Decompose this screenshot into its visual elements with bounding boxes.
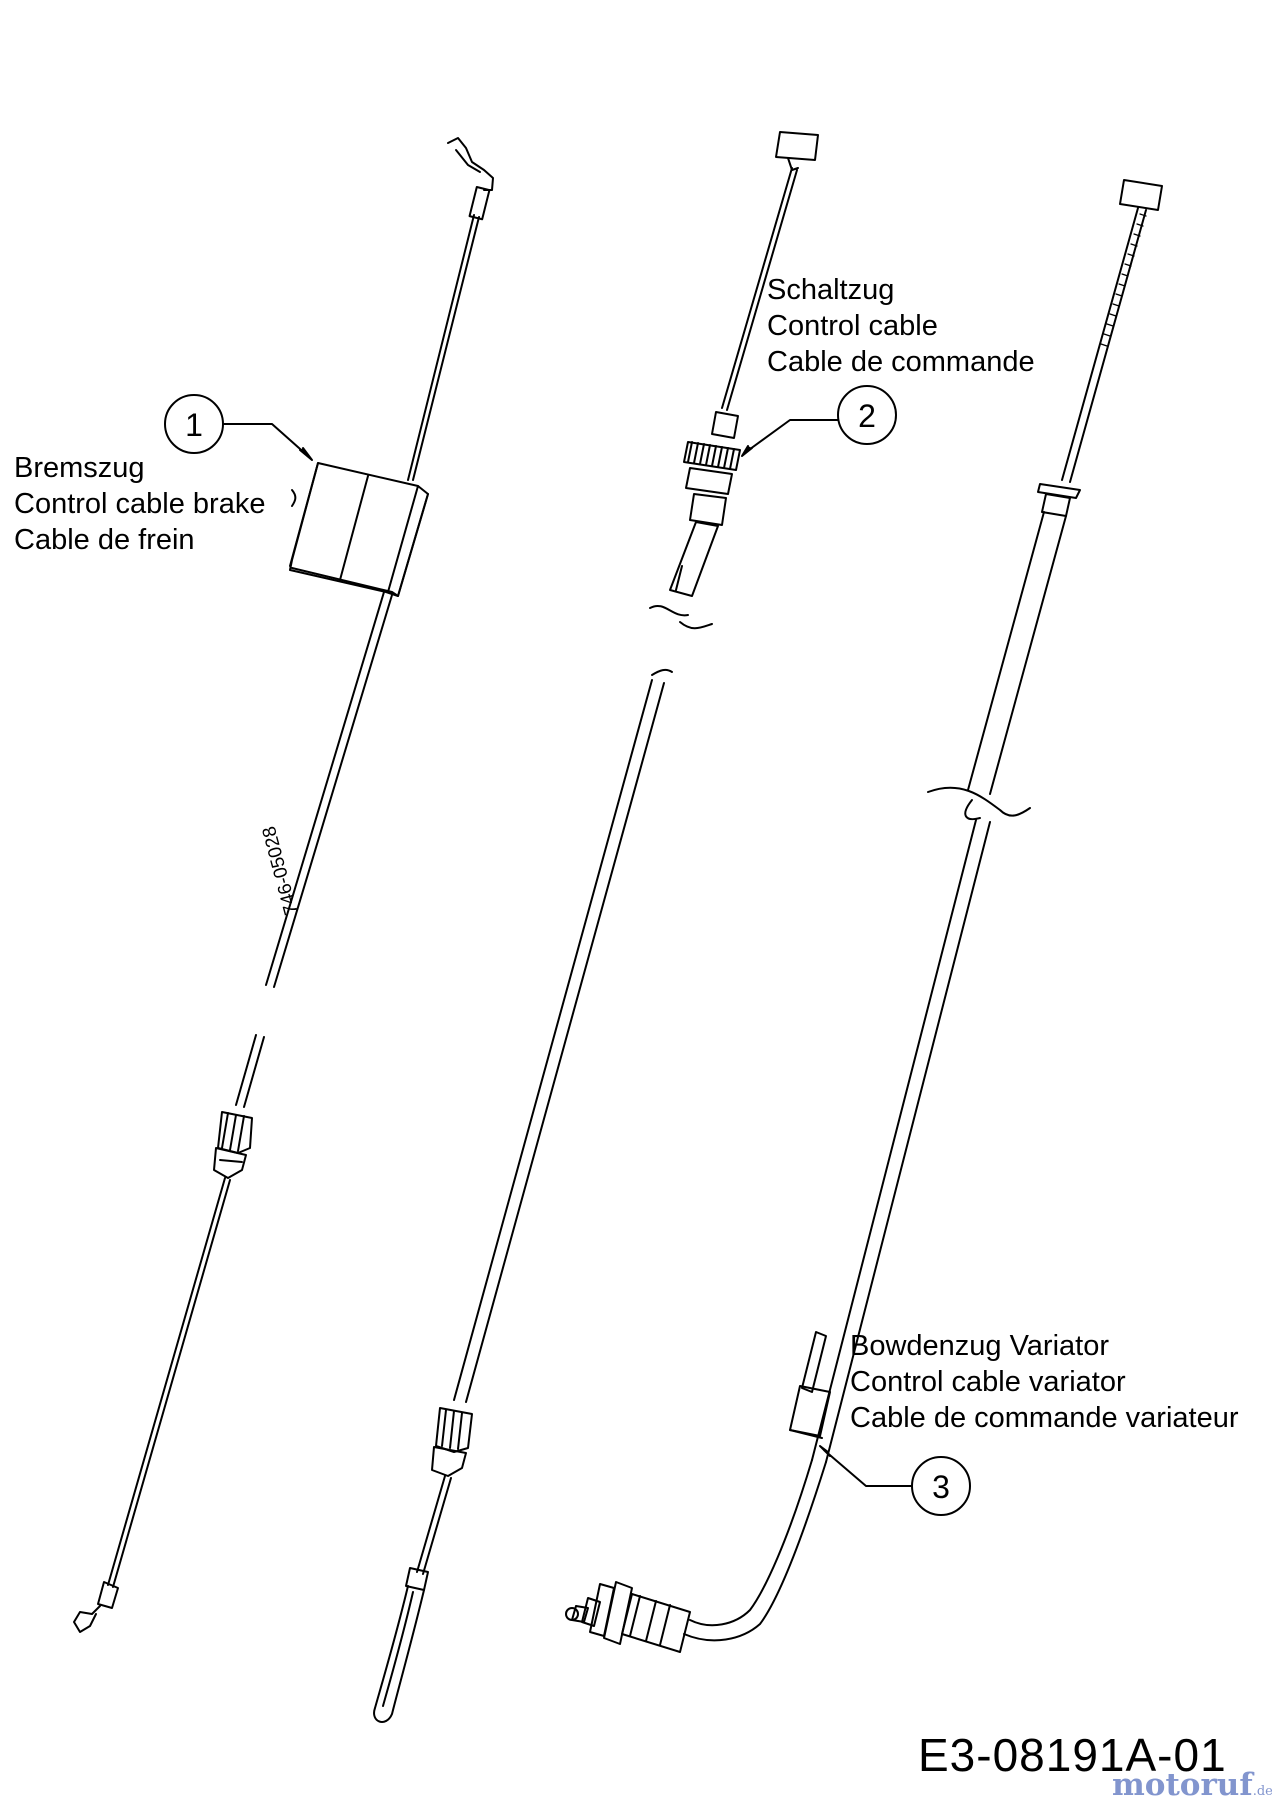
callout-2: [741, 385, 897, 457]
variator-cable-drawing: [565, 179, 1163, 1653]
watermark-brand: motoruf: [1112, 1767, 1253, 1800]
variator-cable-label: Bowdenzug Variator Control cable variato…: [850, 1328, 1238, 1436]
callout-2-number: 2: [858, 398, 876, 434]
variator-label-fr: Cable de commande variateur: [850, 1402, 1239, 1434]
brake-label-de: Bremszug: [14, 452, 145, 484]
shift-cable-label: Schaltzug Control cable Cable de command…: [767, 272, 1035, 380]
shift-label-en: Control cable: [767, 310, 938, 342]
drawing-id: E3-08191A-01: [918, 1729, 1227, 1781]
callout-3-number: 3: [932, 1469, 950, 1505]
watermark-logo: motoruf.de: [1112, 1767, 1272, 1800]
variator-label-de: Bowdenzug Variator: [850, 1330, 1110, 1362]
shift-cable-drawing: [373, 131, 819, 1723]
part-number-text: 746-05028: [259, 824, 303, 917]
brake-cable-label: Bremszug Control cable brake Cable de fr…: [14, 450, 265, 558]
brake-label-en: Control cable brake: [14, 488, 266, 520]
brake-cable-drawing: [73, 137, 494, 1633]
brake-label-fr: Cable de frein: [14, 524, 195, 556]
callout-3: [819, 1445, 971, 1516]
shift-label-de: Schaltzug: [767, 274, 895, 306]
shift-label-fr: Cable de commande: [767, 346, 1035, 378]
variator-label-en: Control cable variator: [850, 1366, 1126, 1398]
callout-1: [164, 394, 313, 507]
watermark-suffix: .de: [1252, 1784, 1272, 1799]
callout-1-number: 1: [185, 407, 203, 443]
